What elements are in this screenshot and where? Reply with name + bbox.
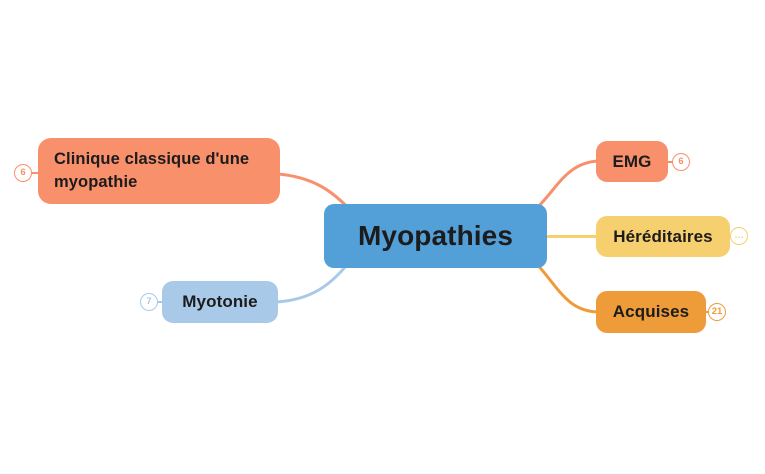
node-myotonie[interactable]: Myotonie <box>162 281 278 323</box>
node-emg[interactable]: EMG <box>596 141 668 182</box>
badge-clinique-count[interactable]: 6 <box>14 164 32 182</box>
badge-hereditaires-count[interactable]: … <box>730 227 748 245</box>
node-hereditaires-label: Héréditaires <box>613 226 713 246</box>
node-emg-label: EMG <box>612 151 652 171</box>
node-root-myopathies[interactable]: Myopathies <box>324 204 547 268</box>
badge-acquises-count[interactable]: 21 <box>708 303 726 321</box>
connector-acquises <box>532 259 600 314</box>
root-node-label: Myopathies <box>357 220 514 251</box>
node-acquises[interactable]: Acquises <box>596 291 706 333</box>
node-clinique-label: Clinique classique d'une myopathie <box>54 149 250 191</box>
node-acquises-label: Acquises <box>612 302 690 321</box>
badge-emg-count[interactable]: 6 <box>672 153 690 171</box>
node-clinique-classique[interactable]: Clinique classique d'une myopathie <box>38 138 280 204</box>
badge-myotonie-count[interactable]: 7 <box>140 293 158 311</box>
node-hereditaires[interactable]: Héréditaires <box>596 216 730 257</box>
node-myotonie-label: Myotonie <box>182 292 258 311</box>
connector-emg <box>532 159 600 213</box>
